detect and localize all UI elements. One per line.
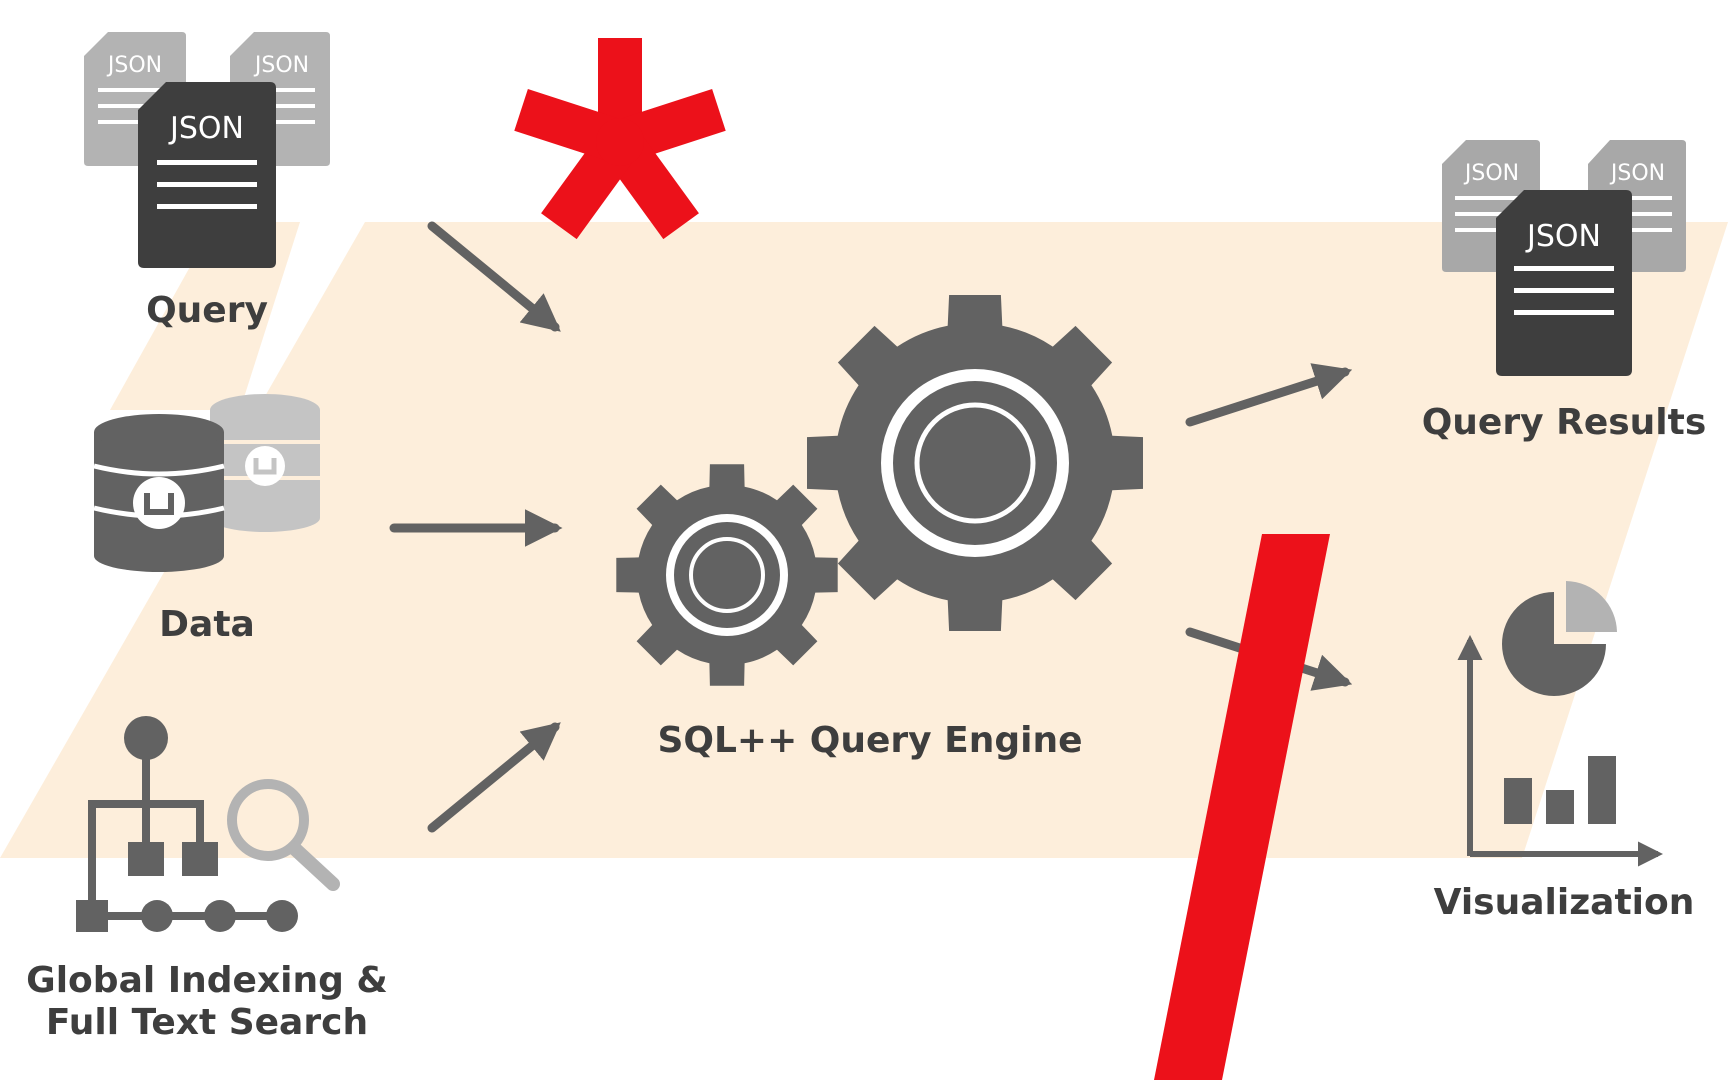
asterisk-icon bbox=[514, 38, 726, 240]
database-back bbox=[210, 394, 320, 532]
results-icon: JSON JSON JSON bbox=[1442, 140, 1686, 376]
query-icon: JSON JSON JSON bbox=[84, 32, 330, 268]
arrow-query-to-engine bbox=[427, 221, 561, 332]
large-gear bbox=[807, 295, 1143, 631]
asterisk-hub bbox=[596, 118, 644, 166]
pie-slice-small bbox=[1566, 581, 1617, 632]
doc-tag: JSON bbox=[1525, 219, 1601, 254]
doc-tag: JSON bbox=[1463, 161, 1519, 186]
large-gear-ring-1 bbox=[881, 369, 1069, 557]
large-gear-body bbox=[807, 295, 1143, 631]
database-front bbox=[93, 414, 225, 572]
doc-tag: JSON bbox=[253, 53, 309, 78]
chart-icon bbox=[1457, 581, 1664, 867]
gears-icon bbox=[616, 295, 1143, 686]
doc-tag: JSON bbox=[106, 53, 162, 78]
red-slash bbox=[1154, 534, 1330, 1080]
database-icon bbox=[93, 394, 320, 572]
bar-3 bbox=[1588, 756, 1616, 824]
small-gear-ring-1 bbox=[666, 514, 788, 636]
arrow-indexing-to-engine bbox=[427, 722, 561, 833]
background-band-left-strip bbox=[110, 222, 300, 410]
index-tree-search-icon bbox=[76, 716, 340, 932]
bar-2 bbox=[1546, 790, 1574, 824]
json-doc-front: JSON bbox=[138, 82, 276, 268]
engine-label: SQL++ Query Engine bbox=[657, 720, 1082, 761]
results-label: Query Results bbox=[1422, 402, 1707, 443]
query-label: Query bbox=[146, 290, 268, 331]
indexing-label-line2: Full Text Search bbox=[46, 1002, 368, 1043]
visualization-label: Visualization bbox=[1434, 882, 1695, 923]
arrow-engine-to-results bbox=[1185, 363, 1353, 427]
small-gear-body bbox=[616, 464, 838, 686]
indexing-label-line1: Global Indexing & bbox=[26, 960, 388, 1001]
doc-tag: JSON bbox=[168, 111, 244, 146]
pie-slice-main bbox=[1502, 592, 1606, 696]
small-gear-ring-2 bbox=[689, 537, 765, 613]
small-gear bbox=[616, 464, 838, 686]
json-doc-front: JSON bbox=[1496, 190, 1632, 376]
large-gear-ring-2 bbox=[914, 402, 1036, 524]
bar-1 bbox=[1504, 778, 1532, 824]
data-label: Data bbox=[159, 604, 255, 645]
doc-tag: JSON bbox=[1609, 161, 1665, 186]
